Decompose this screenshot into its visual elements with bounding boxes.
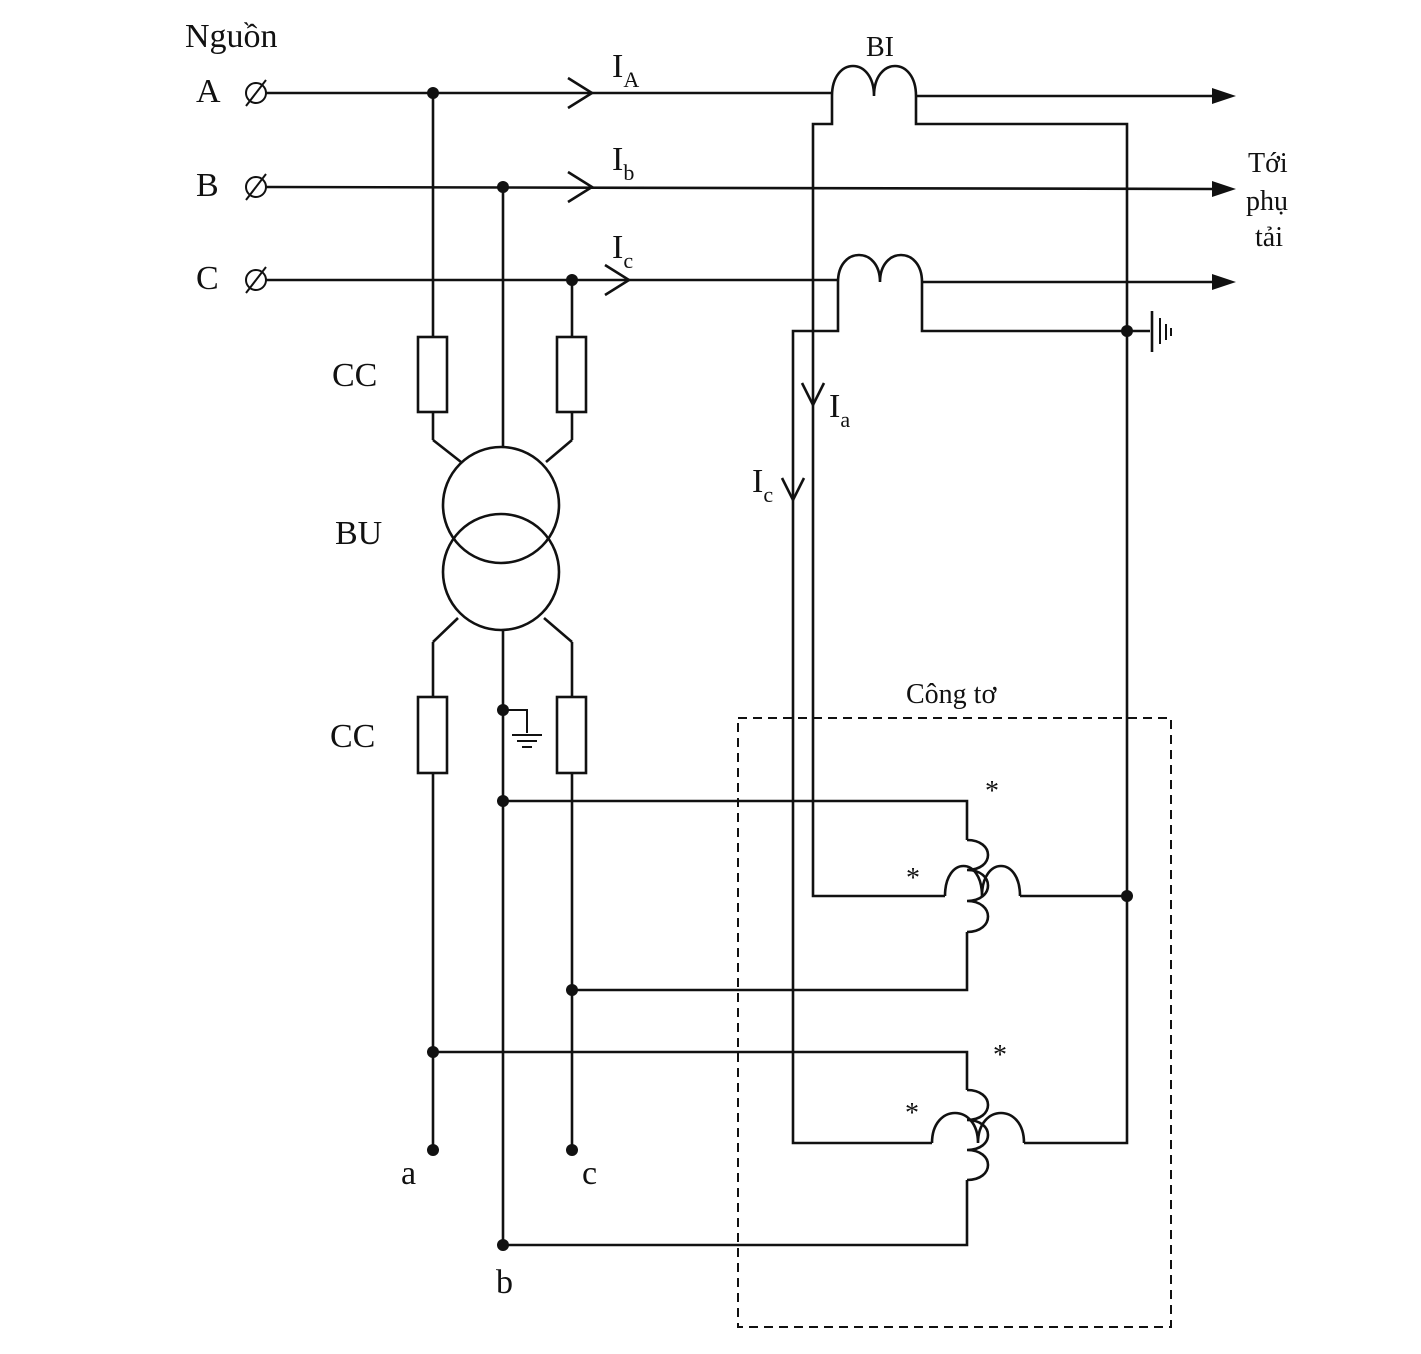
fuse-bottom-c-icon (555, 695, 588, 775)
vt-label: BU (335, 515, 382, 552)
current-Ic-sec-label: Ic (752, 463, 773, 507)
meter-element-2-icon (930, 1088, 1026, 1182)
ct-phase-c-coil-icon (836, 253, 924, 283)
current-Ib-label: Ib (612, 141, 634, 185)
to-load-label-2: phụ (1246, 186, 1288, 217)
phase-c-label: C (196, 260, 219, 297)
ct-secondary-wiring (791, 96, 1150, 1145)
meter-label: Công tơ (906, 679, 997, 710)
terminal-a-icon (245, 79, 267, 107)
polarity-mark: * (905, 1098, 919, 1129)
meter-boundary (737, 717, 1172, 1328)
current-arrow-Ic-sec-icon (780, 477, 806, 503)
current-IA-label: IA (612, 48, 639, 92)
phase-b-line (265, 181, 1236, 197)
polarity-mark: * (906, 863, 920, 894)
phase-c-line (266, 274, 1236, 290)
phase-b-label: B (196, 167, 219, 204)
output-a-label: a (401, 1155, 416, 1192)
fuse-top-c-icon (555, 335, 588, 414)
terminal-c-icon (245, 266, 267, 294)
to-load-label-3: tải (1255, 222, 1283, 253)
ct-phase-a-coil-icon (830, 64, 918, 97)
current-arrow-c-icon (604, 263, 632, 297)
polarity-mark: * (993, 1040, 1007, 1071)
chassis-ground-icon (1150, 311, 1172, 352)
fuse-bottom-a-icon (416, 695, 449, 775)
source-label: Nguồn (185, 18, 278, 55)
earth-ground-icon (503, 709, 542, 748)
fuse-top-label: CC (332, 357, 377, 394)
polarity-mark: * (985, 776, 999, 807)
to-load-label-1: Tới (1248, 148, 1288, 179)
output-b-label: b (496, 1264, 513, 1301)
meter-element-1-icon (943, 838, 1022, 934)
current-arrow-Ia-sec-icon (800, 382, 826, 408)
output-c-label: c (582, 1155, 597, 1192)
current-Ia-sec-label: Ia (829, 388, 850, 432)
current-arrow-b-icon (567, 170, 595, 204)
current-Ic-label: Ic (612, 229, 633, 273)
phase-a-label: A (196, 73, 221, 110)
terminal-b-icon (245, 173, 267, 201)
fuse-top-a-icon (416, 335, 449, 414)
junction-dots (427, 87, 1133, 1251)
phase-a-line (266, 88, 1236, 104)
vt-transformer-icon (441, 445, 561, 632)
vt-primary-wiring (431, 93, 574, 464)
fuse-bottom-label: CC (330, 718, 375, 755)
vt-secondary-wiring (431, 617, 969, 1247)
current-arrow-a-icon (567, 76, 595, 110)
ct-label: BI (866, 32, 894, 63)
